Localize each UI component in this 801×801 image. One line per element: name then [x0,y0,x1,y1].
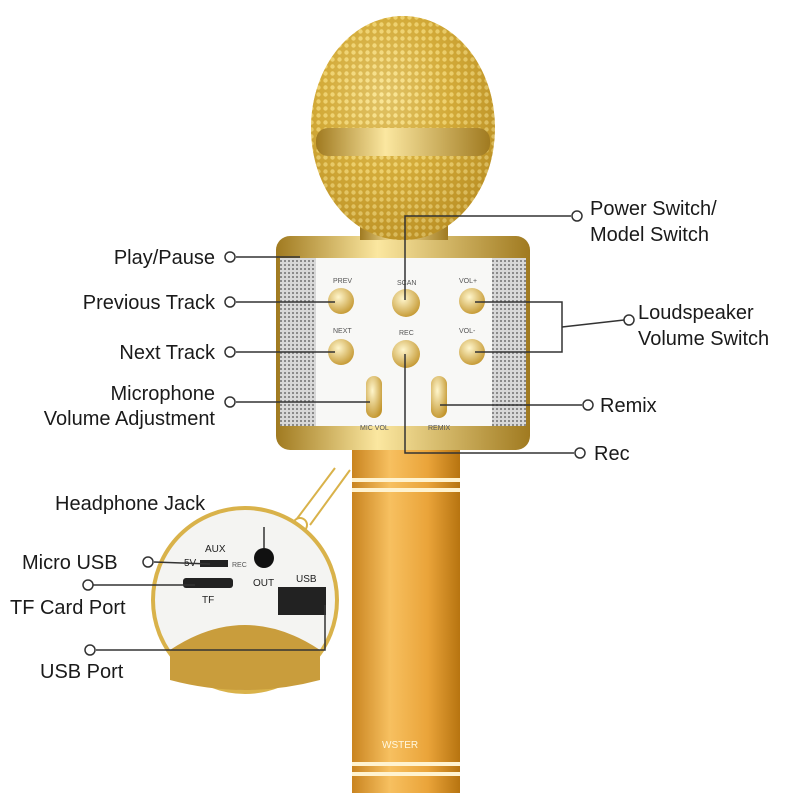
usb-label: USB [296,574,317,585]
micro-usb-port [200,560,228,567]
vol-up-label: VOL+ [459,278,477,285]
rec-port-label: REC [232,562,247,569]
tf-label: TF [202,595,214,606]
play-pause-label: Play/Pause [114,247,215,269]
mic-volume-label-2: Volume Adjustment [44,408,216,430]
tf-card-port-label: TF Card Port [10,597,126,619]
out-label: OUT [253,578,274,589]
next-label: NEXT [333,328,352,335]
mic-volume-label-1: Microphone [110,383,215,405]
aux-label: AUX [205,544,226,555]
rec-button[interactable] [392,340,420,368]
vol-down-button[interactable] [459,339,485,365]
usb-port [278,587,326,615]
tf-card-slot [183,578,233,588]
scan-button[interactable] [392,289,420,317]
remix-slider[interactable] [431,376,447,418]
leader-lines [82,210,635,656]
rec-panel-label: REC [399,330,414,337]
next-button[interactable] [328,339,354,365]
brand-logo: WSTER [382,740,418,751]
remix-panel-label: REMIX [428,425,451,432]
next-track-label: Next Track [119,342,216,364]
prev-button[interactable] [328,288,354,314]
headphone-jack-label: Headphone Jack [55,493,206,515]
vol-up-button[interactable] [459,288,485,314]
prev-label: PREV [333,278,352,285]
remix-label: Remix [600,395,657,417]
loudspeaker-label-2: Volume Switch [638,328,769,350]
microphone-handle: WSTER [352,448,460,793]
micro-usb-label: Micro USB [22,552,118,574]
callout-labels: Play/Pause Previous Track Next Track Mic… [10,198,769,683]
usb-port-label: USB Port [40,661,124,683]
headphone-jack-port [254,548,274,568]
rec-label: Rec [594,443,630,465]
power-switch-label-2: Model Switch [590,224,709,246]
mic-vol-label: MIC VOL [360,425,389,432]
scan-label: SCAN [397,280,416,287]
control-panel: PREV SCAN VOL+ NEXT REC VOL- MIC VOL REM… [328,278,485,432]
port-inset: AUX 5V REC TF OUT USB [151,467,351,694]
loudspeaker-label-1: Loudspeaker [638,302,754,324]
mic-vol-slider[interactable] [366,376,382,418]
vol-down-label: VOL- [459,328,476,335]
previous-track-label: Previous Track [83,292,216,314]
microphone-head [311,16,495,240]
power-switch-label-1: Power Switch/ [590,198,717,220]
